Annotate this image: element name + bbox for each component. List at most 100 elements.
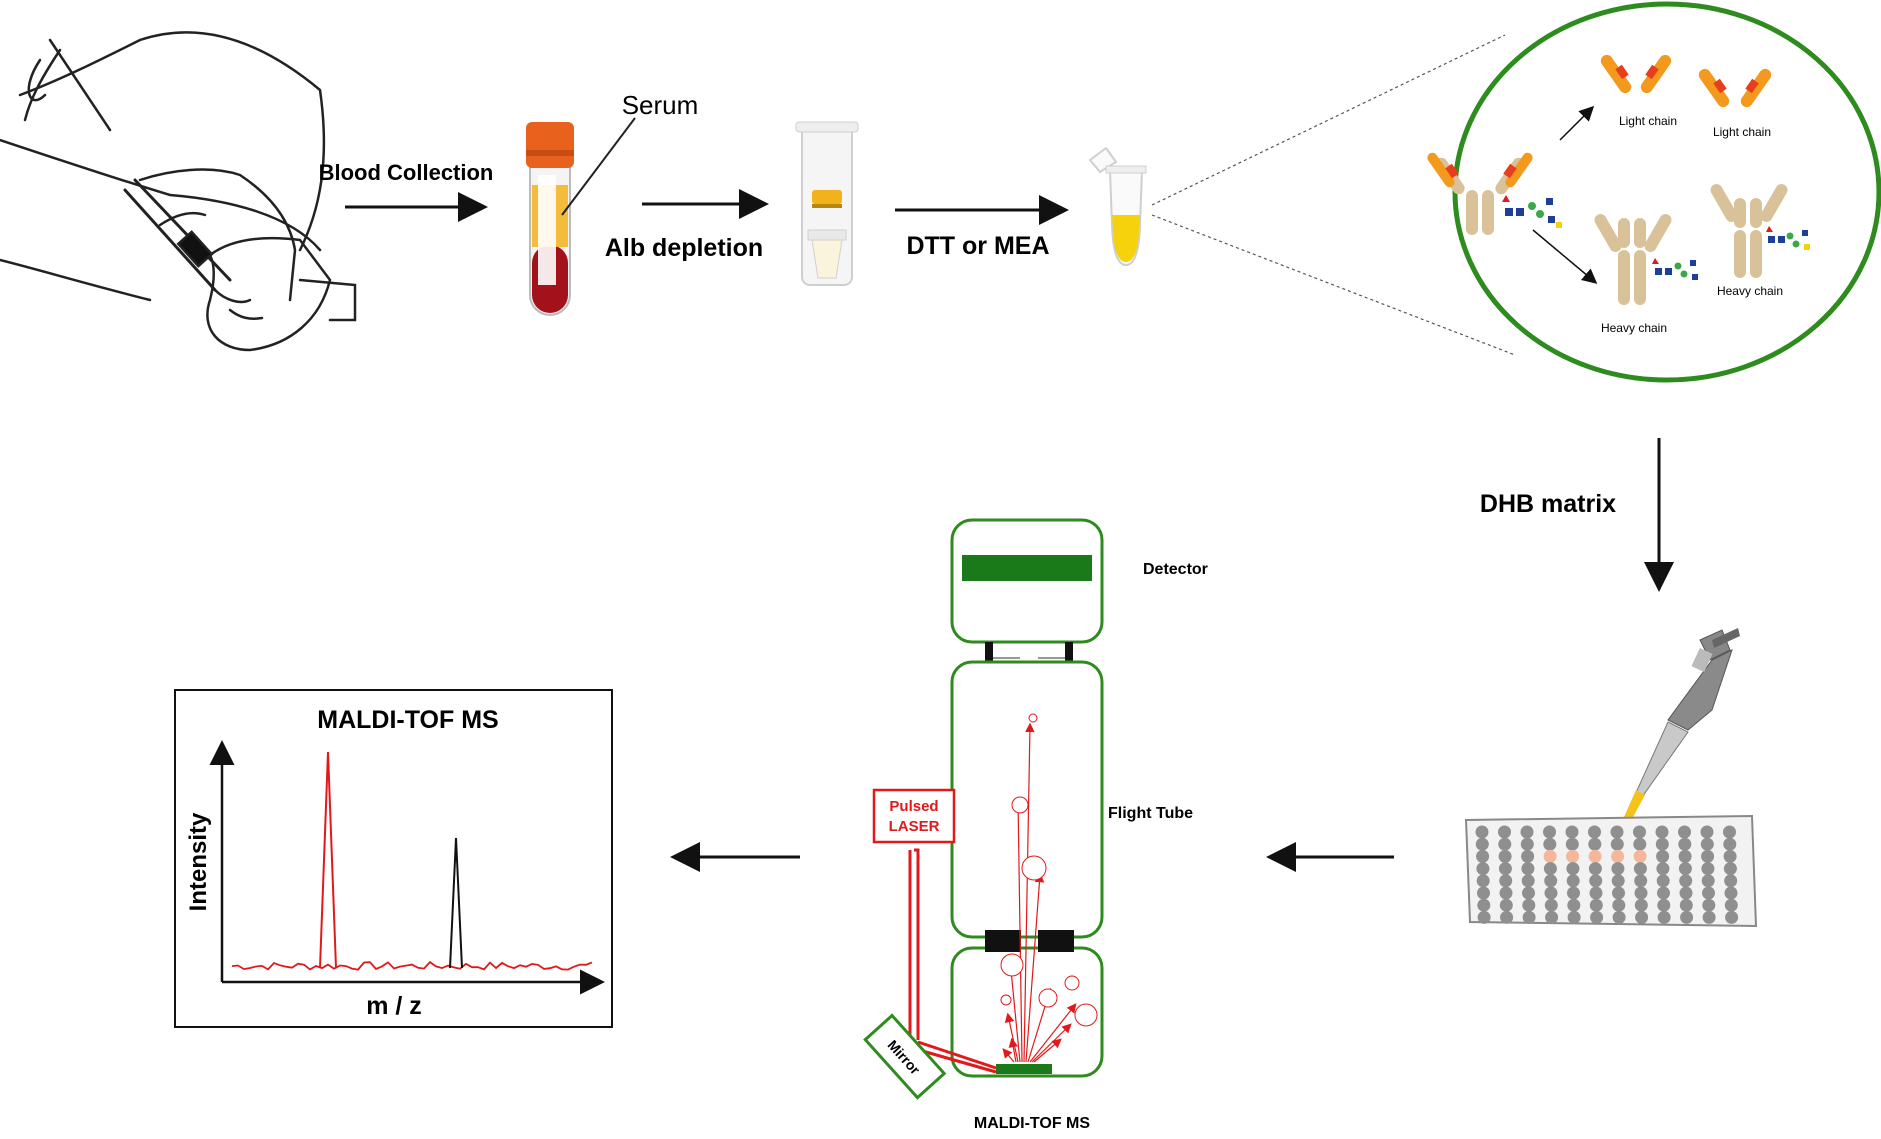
plate-well bbox=[1701, 862, 1715, 876]
plate-well bbox=[1545, 910, 1559, 924]
light-chain-label-2: Light chain bbox=[1713, 125, 1771, 139]
plate-well bbox=[1635, 910, 1649, 924]
plate-well bbox=[1565, 825, 1579, 839]
plate-well bbox=[1702, 898, 1716, 912]
plate-well bbox=[1655, 825, 1669, 839]
plate-well bbox=[1499, 898, 1513, 912]
plate-well bbox=[1723, 862, 1737, 876]
plate-well bbox=[1612, 910, 1626, 924]
plate-well bbox=[1725, 910, 1739, 924]
plate-well bbox=[1611, 849, 1625, 863]
plate-well bbox=[1543, 849, 1557, 863]
light-chain-icon-1 bbox=[1600, 54, 1672, 94]
zoom-line-bottom bbox=[1151, 214, 1516, 356]
serum-label: Serum bbox=[622, 90, 699, 120]
plate-wells bbox=[1475, 825, 1739, 924]
source-chamber bbox=[950, 946, 1104, 1078]
plate-well bbox=[1633, 825, 1646, 839]
plate-well bbox=[1634, 874, 1648, 888]
plate-well bbox=[1678, 849, 1692, 863]
plate-well bbox=[1656, 849, 1670, 863]
arm-blood-draw-illustration bbox=[0, 31, 357, 352]
plate-well bbox=[1588, 837, 1602, 851]
heavy-chain-label-2: Heavy chain bbox=[1717, 284, 1783, 298]
plate-well bbox=[1475, 825, 1489, 839]
plate-well bbox=[1498, 862, 1512, 876]
maldi-tof-instrument: Pulsed LASER Mirror bbox=[863, 518, 1104, 1100]
plate-well bbox=[1476, 862, 1490, 876]
plate-well bbox=[1522, 898, 1536, 912]
plate-well bbox=[1723, 825, 1736, 839]
laser-label: LASER bbox=[889, 818, 940, 835]
plate-well bbox=[1657, 898, 1671, 912]
plate-well bbox=[1655, 837, 1669, 851]
plate-well bbox=[1724, 886, 1738, 900]
blood-collection-label: Blood Collection bbox=[319, 160, 494, 185]
plate-well bbox=[1724, 898, 1738, 912]
plate-well bbox=[1544, 874, 1558, 888]
plate-well bbox=[1477, 910, 1491, 924]
plate-well bbox=[1520, 825, 1534, 839]
plate-well bbox=[1678, 862, 1692, 876]
heavy-chain-label-1: Heavy chain bbox=[1601, 321, 1667, 335]
spectrum-title: MALDI-TOF MS bbox=[317, 706, 498, 734]
plate-well bbox=[1522, 910, 1536, 924]
heavy-chain-icon-1 bbox=[1594, 214, 1698, 305]
plate-well bbox=[1701, 874, 1715, 888]
plate-well bbox=[1565, 837, 1579, 851]
plate-well bbox=[1678, 837, 1692, 851]
detector-chamber bbox=[950, 518, 1104, 644]
plate-well bbox=[1702, 910, 1716, 924]
plate-well bbox=[1498, 849, 1512, 863]
plate-well bbox=[1679, 886, 1693, 900]
sample-target bbox=[996, 1064, 1052, 1074]
plate-well bbox=[1702, 886, 1715, 900]
plate-well bbox=[1700, 825, 1714, 839]
sample-plate bbox=[1464, 814, 1758, 928]
serum-pointer-line bbox=[561, 117, 636, 216]
plate-well bbox=[1543, 862, 1557, 876]
plate-well bbox=[1544, 898, 1558, 912]
spectrum-baseline bbox=[231, 960, 593, 971]
plate-well bbox=[1678, 825, 1691, 839]
plate-well bbox=[1634, 898, 1648, 912]
plate-well bbox=[1476, 874, 1490, 888]
plate-well bbox=[1590, 910, 1604, 924]
eppendorf-tube bbox=[1088, 146, 1147, 267]
plate-well bbox=[1588, 825, 1601, 839]
plate-well bbox=[1567, 898, 1581, 912]
plate-well bbox=[1522, 886, 1535, 900]
plate-well bbox=[1634, 886, 1648, 900]
spin-column bbox=[795, 121, 859, 286]
plate-well bbox=[1589, 874, 1603, 888]
plate-well bbox=[1498, 825, 1511, 839]
plate-well bbox=[1589, 898, 1603, 912]
plate-well bbox=[1477, 898, 1491, 912]
spectrum-panel: MALDI-TOF MS Intensity m / z bbox=[174, 689, 613, 1028]
plate-well bbox=[1521, 874, 1535, 888]
x-axis-label: m / z bbox=[366, 992, 422, 1020]
plate-well bbox=[1656, 862, 1670, 876]
plate-well bbox=[1499, 886, 1513, 900]
spectrum-peak-1 bbox=[319, 751, 337, 969]
light-chain-icon-2 bbox=[1698, 68, 1772, 108]
plate-well bbox=[1476, 849, 1490, 863]
plate-well bbox=[1611, 862, 1625, 876]
plate-well bbox=[1521, 849, 1535, 863]
plate-well bbox=[1521, 862, 1535, 876]
plate-well bbox=[1679, 898, 1693, 912]
plate-well bbox=[1633, 837, 1647, 851]
plate-well bbox=[1610, 837, 1624, 851]
pulsed-label: Pulsed bbox=[889, 798, 938, 815]
plate-well bbox=[1610, 825, 1624, 839]
mirror-box: Mirror bbox=[863, 1013, 947, 1100]
plate-well bbox=[1499, 874, 1513, 888]
plate-well bbox=[1612, 886, 1625, 900]
plate-well bbox=[1657, 910, 1671, 924]
plate-well bbox=[1724, 874, 1738, 888]
plate-well bbox=[1679, 874, 1693, 888]
detector-plate bbox=[962, 555, 1092, 581]
plate-well bbox=[1612, 898, 1626, 912]
arrow-to-light-chain bbox=[1559, 105, 1595, 141]
